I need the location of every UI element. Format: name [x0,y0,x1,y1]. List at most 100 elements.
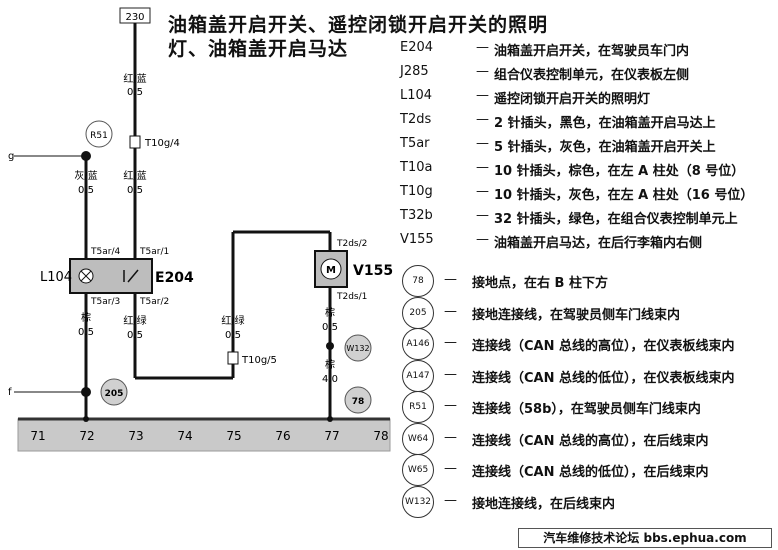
circle-legend-row: A147 — 连接线（CAN 总线的低位），在仪表板线束内 [400,359,776,392]
node-circle-icon: R51 [402,391,434,423]
wire-label: 棕 [325,358,335,371]
edge-label-f: f [8,387,12,398]
connector-pin-icon [227,351,239,365]
motor-housing [314,250,348,288]
legend-code: V155 [400,232,434,247]
legend-dash: — [476,88,489,103]
wire-label: 红/蓝 [123,72,146,85]
legend-dash: — [476,112,489,127]
axis-number: 75 [226,429,241,443]
wire-label: 棕 [325,306,335,319]
wire-label: 4.0 [322,374,338,385]
junction-ground-72 [83,416,89,422]
wire-label: 0.5 [225,330,241,341]
legend-code: T5ar [400,136,430,151]
junction-ground-77 [327,416,333,422]
legend-code: L104 [400,88,433,103]
legend-dash: — [444,335,457,350]
node-circle-icon: W64 [402,422,434,455]
node-w132 [344,334,372,362]
legend-row: J285 — 组合仪表控制单元，在仪表板左侧 [400,64,776,88]
legend-desc: 油箱盖开启马达，在后行李箱内右侧 [494,236,703,251]
wire-label: 0.5 [78,185,94,196]
legend-row: L104—遥控闭锁开启开关的照明灯 [400,88,776,112]
legend-dash: — [476,64,489,79]
lamp-icon-cross [80,270,92,282]
legend-dash: — [476,160,489,175]
node-circle-icon: 205 [402,296,434,329]
legend-desc: 接地点，在右 B 柱下方 [472,276,608,291]
legend-desc: 连接线（CAN 总线的低位），在后线束内 [472,465,709,480]
legend-desc: 连接线（CAN 总线的低位），在仪表板线束内 [472,370,735,386]
legend-row: T32b—32 针插头，绿色，在组合仪表控制单元上 [400,208,776,232]
wire-label: 红/绿 [221,314,244,327]
wire-label: 0.5 [127,87,143,98]
node-78-label: 78 [352,397,365,407]
connector-label: T2ds/1 [336,292,367,302]
legend-dash: — [444,429,457,445]
motor-icon-label: M [326,265,336,276]
node-circle-icon: A147 [402,359,434,392]
junction-g [81,151,91,161]
node-circle-icon: 78 [402,265,434,297]
legend-desc: 接地连接线，在后线束内 [472,496,616,512]
node-78 [344,386,372,414]
axis-number: 78 [373,429,388,443]
legend-desc: 10 针插头，棕色，在左 A 柱处（8 号位） [494,164,745,179]
wire-label: 0.5 [127,185,143,196]
connector-pin-icon [129,135,141,149]
connector-label: T10g/4 [144,138,180,149]
wire-label: 棕 [81,311,91,324]
junction-w132 [326,342,334,350]
circle-legend-row: W132—接地连接线，在后线束内 [400,485,776,518]
component-label-v155: V155 [353,263,393,279]
component-label-l104: L104 [40,270,72,285]
legend-desc: 油箱盖开启开关，在驾驶员车门内 [494,44,690,59]
circle-legend-row: A146 — 连接线（CAN 总线的高位），在仪表板线束内 [400,327,776,360]
wire-label: 0.5 [127,330,143,341]
circle-legend-row: 205—接地连接线，在驾驶员侧车门线束内 [400,296,776,329]
node-circle-icon: A146 [402,328,434,360]
legend-dash: — [444,461,457,476]
legend-dash: — [444,492,457,508]
legend-code: E204 [400,40,434,55]
component-label-e204: E204 [155,270,194,286]
legend-dash: — [476,208,489,223]
legend-dash: — [476,232,489,247]
legend-code: T10a [400,160,433,175]
circle-legend-row: W64 — 连接线（CAN 总线的高位），在后线束内 [400,422,776,455]
legend-row: T5ar—5 针插头，灰色，在油箱盖开启开关上 [400,136,776,160]
legend-desc: 连接线（CAN 总线的高位），在仪表板线束内 [472,339,735,354]
legend-desc: 2 针插头，黑色，在油箱盖开启马达上 [494,116,716,131]
legend-dash: — [444,366,457,382]
footer-watermark: 汽车维修技术论坛 bbs.ephua.com [518,528,772,548]
legend-row: T10g—10 针插头，灰色，在左 A 柱处（16 号位） [400,184,776,208]
axis-number: 71 [30,429,45,443]
axis-number: 76 [275,429,290,443]
axis-number: 73 [128,429,143,443]
legend-code: T32b [400,208,433,223]
connector-label: T10g/5 [241,355,277,366]
legend-desc: 组合仪表控制单元，在仪表板左侧 [494,68,690,83]
ref-box-label: 230 [125,12,144,23]
circle-legend-row: W65 — 连接线（CAN 总线的低位），在后线束内 [400,453,776,486]
legend-dash: — [476,184,489,199]
legend-code: T10g [400,184,433,199]
legend-dash: — [444,272,457,287]
wire-label: 灰/蓝 [74,169,97,182]
node-205-label: 205 [105,389,124,399]
legend-code: J285 [400,64,429,79]
legend-desc: 连接线（CAN 总线的高位），在后线束内 [472,433,709,449]
wire-label: 0.5 [322,322,338,333]
node-circle-icon: W65 [402,454,434,486]
legend-row: V155 — 油箱盖开启马达，在后行李箱内右侧 [400,232,776,256]
legend-row: E204 — 油箱盖开启开关，在驾驶员车门内 [400,40,776,64]
node-r51 [85,120,113,148]
legend: E204 — 油箱盖开启开关，在驾驶员车门内 J285 — 组合仪表控制单元，在仪表板左侧… [400,40,776,518]
legend-dash: — [476,40,489,55]
connector-label: T5ar/1 [139,247,169,257]
legend-desc: 连接线（58b），在驾驶员侧车门线束内 [472,402,701,417]
legend-dash: — [476,136,489,151]
node-r51-label: R51 [90,131,108,141]
